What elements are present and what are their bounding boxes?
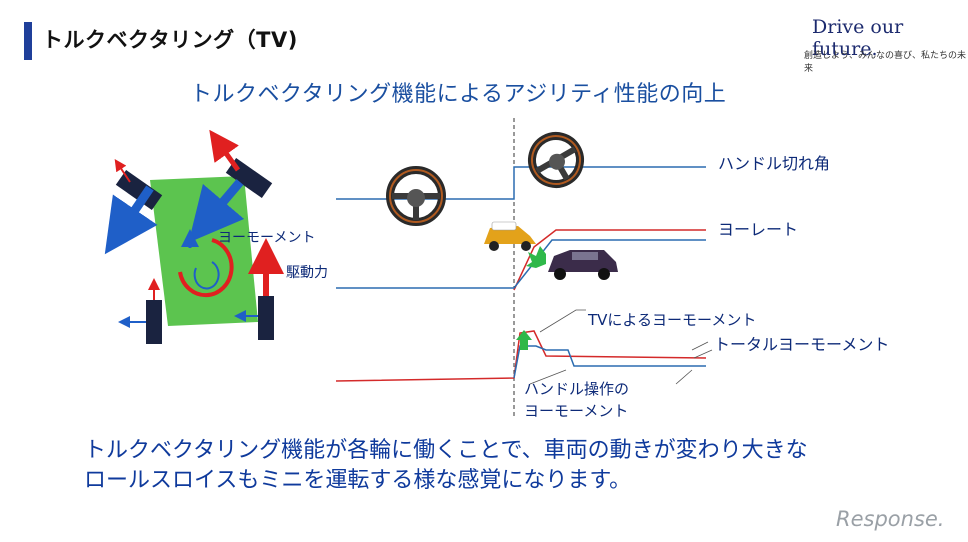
rear-right-wheel xyxy=(258,296,274,340)
yaw-moment-label: ヨーモーメント xyxy=(218,230,316,246)
yaw-red-arc xyxy=(178,238,234,298)
tv-pointer xyxy=(539,309,586,333)
front-left-blue-arrow xyxy=(104,185,158,255)
yaw-rate-red-line xyxy=(513,229,706,291)
drive-force-label: 駆動力 xyxy=(286,265,328,281)
response-watermark: Response. xyxy=(836,507,945,531)
summary-text: トルクベクタリング機能が各輪に働くことで、車両の動きが変わり大きな ロールスロイ… xyxy=(84,436,808,496)
total-yaw-moment-label: トータルヨーモーメント xyxy=(714,335,890,354)
brand-subtitle: 創造しよう、みんなの喜び、私たちの未来 xyxy=(804,51,967,74)
response-graph xyxy=(335,118,713,418)
summary-line-1: トルクベクタリング機能が各輪に働くことで、車両の動きが変わり大きな xyxy=(84,438,808,463)
slide-title: トルクベクタリング（TV) xyxy=(42,28,298,52)
steering-moment-pointer-2 xyxy=(675,369,693,385)
title-accent-bar xyxy=(24,22,32,60)
steering-moment-pointer xyxy=(529,369,567,385)
yaw-rate-label: ヨーレート xyxy=(718,220,799,239)
green-arrow-diagonal xyxy=(526,246,546,268)
headline: トルクベクタリング機能によるアジリティ性能の向上 xyxy=(190,82,727,107)
front-left-red-arrow xyxy=(114,159,131,183)
total-pointer xyxy=(691,341,709,351)
summary-line-2: ロールスロイスもミニを運転する様な感覚になります。 xyxy=(84,468,632,493)
vehicle-body xyxy=(150,176,258,326)
vehicle-diagram xyxy=(104,129,284,344)
steering-wheel-icon xyxy=(386,166,446,226)
steering-yaw-moment-label-line2: ヨーモーメント xyxy=(524,402,629,420)
rear-left-wheel xyxy=(146,300,162,344)
brand-slogan: Drive our future. xyxy=(812,16,904,60)
yaw-rate-blue-line xyxy=(336,239,706,289)
front-right-red-arrow xyxy=(209,129,241,172)
tv-yaw-moment-label: TVによるヨーモーメント xyxy=(588,311,757,329)
total-yaw-moment-red-line xyxy=(335,330,707,382)
steering-yaw-moment-label-line1: ハンドル操作の xyxy=(524,380,630,398)
yaw-blue-arc xyxy=(193,261,220,290)
steering-wheel-turned-icon xyxy=(528,132,584,189)
front-right-blue-arrow xyxy=(188,179,245,243)
total-pointer-2 xyxy=(693,349,713,359)
mini-car-icon xyxy=(484,221,536,251)
green-arrow-up xyxy=(516,330,532,350)
steering-angle-label: ハンドル切れ角 xyxy=(718,154,831,173)
rolls-royce-car-icon xyxy=(548,250,618,280)
